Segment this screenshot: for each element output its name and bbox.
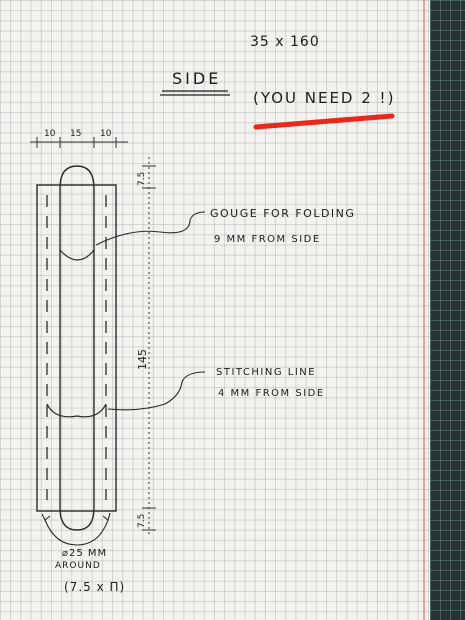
height-dimension-line — [142, 157, 156, 536]
height-dim-main: 145 — [136, 349, 149, 370]
radius-arrowhead-right — [102, 512, 111, 521]
title-side: SIDE — [172, 69, 222, 88]
radius-label: ⌀25 MM — [62, 548, 108, 559]
stitch-leader — [107, 371, 206, 411]
gouge-outline — [59, 165, 95, 531]
top-dim-3: 10 — [100, 129, 112, 139]
formula-text: (7.5 x Π) — [64, 580, 126, 594]
margin-line — [423, 0, 425, 620]
stitch-sublabel: 4 MM FROM SIDE — [218, 388, 325, 399]
side-drawing: 10 15 10 7.5 145 7.5 — [30, 90, 395, 546]
top-dim-2: 15 — [70, 129, 81, 139]
top-dim-1: 10 — [44, 129, 56, 139]
gouge-label: GOUGE FOR FOLDING — [210, 207, 356, 220]
red-underline — [253, 113, 395, 130]
stitching-line — [46, 195, 107, 500]
cutting-mat — [430, 0, 465, 620]
radius-sublabel: AROUND — [55, 561, 101, 571]
radius-arrowhead-left — [41, 513, 51, 521]
stitch-wave — [46, 403, 107, 418]
outer-outline — [36, 184, 117, 512]
note-you-need-2: (YOU NEED 2 !) — [253, 89, 396, 107]
graph-paper — [0, 0, 430, 620]
gouge-sublabel: 9 MM FROM SIDE — [214, 234, 321, 245]
height-dim-top: 7.5 — [137, 172, 147, 186]
height-dim-bottom: 7.5 — [137, 514, 147, 528]
gouge-leader — [95, 211, 206, 246]
radius-arrow — [44, 519, 109, 546]
top-dimension-line — [30, 137, 128, 148]
dimensions-text: 35 x 160 — [250, 34, 320, 50]
title-underline — [160, 90, 230, 96]
stitch-label: STITCHING LINE — [216, 367, 317, 378]
gouge-curve — [59, 249, 95, 261]
